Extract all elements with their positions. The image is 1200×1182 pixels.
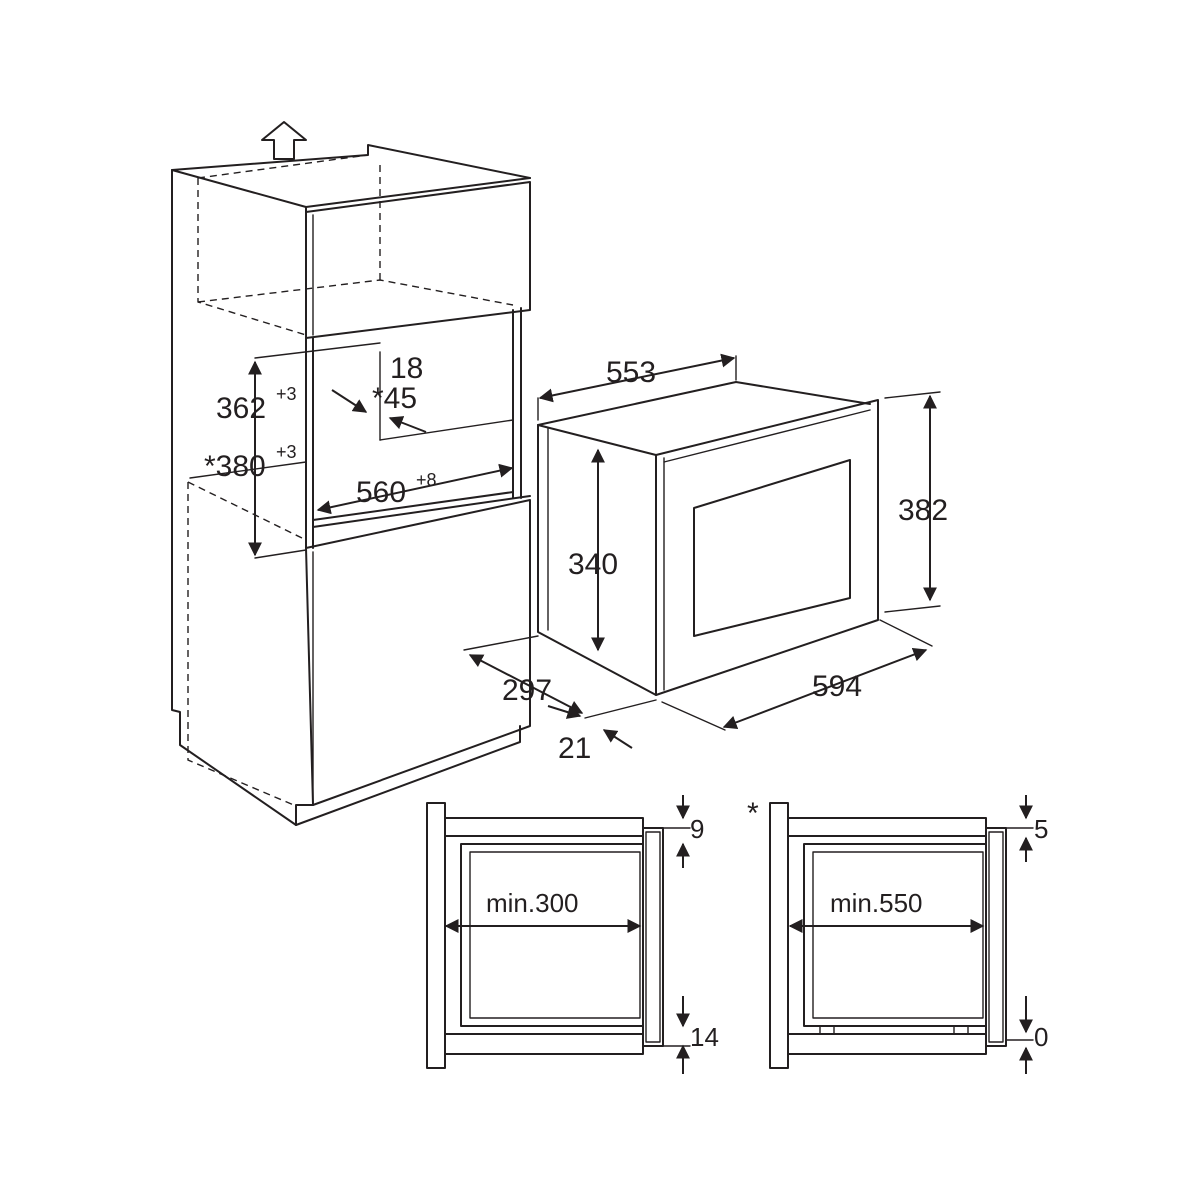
appliance-drawing (463, 353, 941, 749)
label-14: 14 (690, 1022, 719, 1052)
label-553: 553 (606, 356, 656, 389)
label-362-tolerance: +3 (276, 384, 297, 404)
label-362: 362 (216, 392, 266, 425)
label-0: 0 (1034, 1022, 1048, 1052)
label-5: 5 (1034, 814, 1048, 844)
label-9: 9 (690, 814, 704, 844)
label-297: 297 (502, 674, 552, 707)
label-min-550: min.550 (830, 888, 923, 918)
label-560-tolerance: +8 (416, 470, 437, 490)
label-560: 560 (356, 476, 406, 509)
label-21: 21 (558, 732, 591, 765)
cabinet-drawing (171, 121, 531, 826)
label-star: * (747, 797, 759, 830)
label-594: 594 (812, 670, 862, 703)
section-min-300 (426, 795, 691, 1074)
label-45: *45 (372, 382, 417, 415)
label-18: 18 (390, 352, 423, 385)
label-340: 340 (568, 548, 618, 581)
label-min-300: min.300 (486, 888, 579, 918)
section-min-550 (769, 795, 1034, 1074)
ventilation-up-arrow-icon (261, 121, 307, 160)
label-382: 382 (898, 494, 948, 527)
label-380: *380 (204, 450, 266, 483)
label-380-tolerance: +3 (276, 442, 297, 462)
